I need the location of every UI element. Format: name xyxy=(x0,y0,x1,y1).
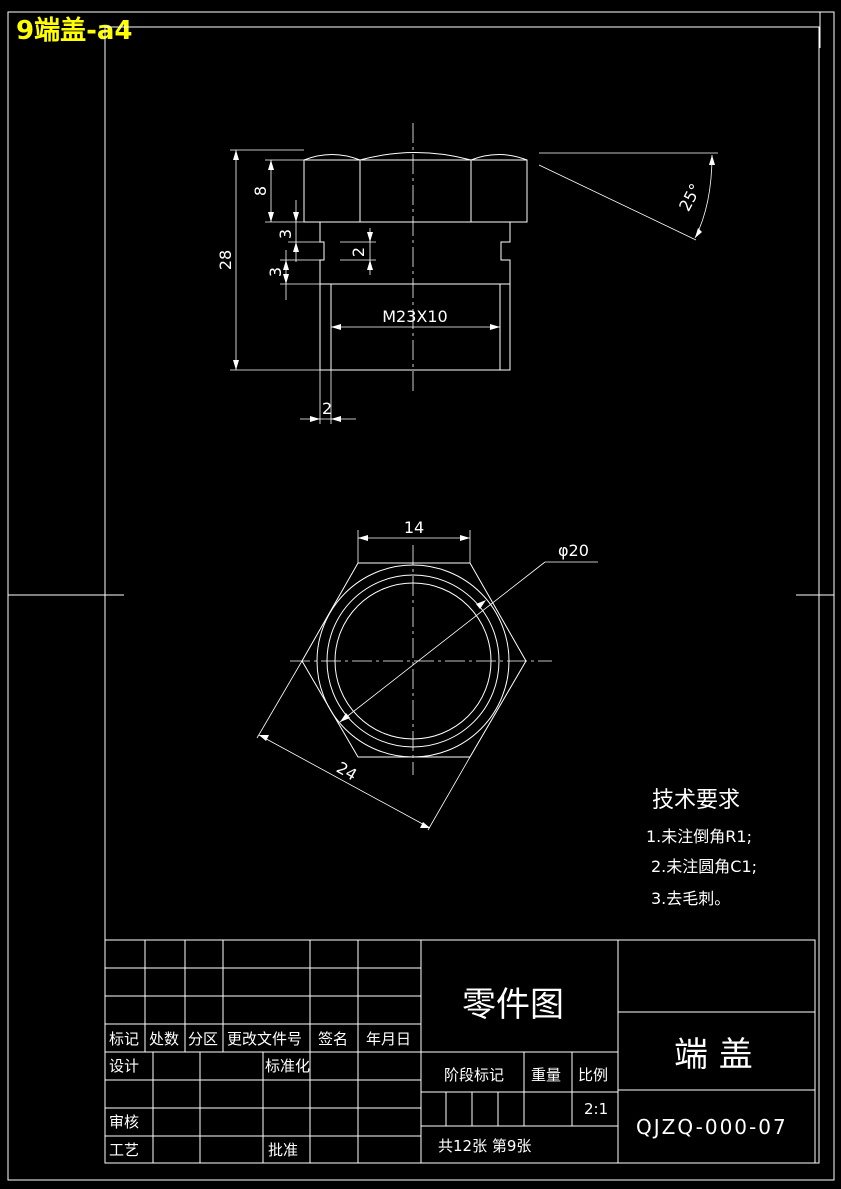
thread-body xyxy=(319,283,511,371)
tb-scale: 2:1 xyxy=(584,1100,608,1118)
tb-weight: 重量 xyxy=(531,1066,561,1084)
tb-process: 工艺 xyxy=(109,1141,139,1159)
side-view: 28 8 3 3 2 M23X10 xyxy=(216,123,718,424)
thread-dim: M23X10 xyxy=(382,307,447,326)
tb-scale-label: 比例 xyxy=(578,1066,608,1084)
tb-part-name: 端 盖 xyxy=(674,1035,753,1075)
dim-28: 28 xyxy=(216,250,235,270)
dim-2-horizontal: 2 xyxy=(322,399,332,418)
tb-design: 设计 xyxy=(109,1057,139,1075)
tb-standardize: 标准化 xyxy=(265,1057,310,1075)
dim-8: 8 xyxy=(251,186,270,196)
tb-code: QJZQ-000-07 xyxy=(636,1115,788,1139)
tb-stage: 阶段标记 xyxy=(444,1066,504,1084)
tb-review: 审核 xyxy=(109,1113,139,1131)
outer-thread-circle xyxy=(326,574,500,748)
dim-angle: 25° xyxy=(675,180,705,214)
tb-header-count: 处数 xyxy=(149,1030,179,1048)
tb-header-change: 更改文件号 xyxy=(227,1030,302,1048)
dim-14: 14 xyxy=(404,518,424,537)
title-block: 标记 处数 分区 更改文件号 签名 年月日 设计 标准化 审核 工艺 批准 零件… xyxy=(104,939,816,1164)
dim-phi20: φ20 xyxy=(558,541,589,560)
tech-item-1: 1.未注倒角R1; xyxy=(646,827,752,846)
hex-head xyxy=(303,159,528,223)
tb-header-mark: 标记 xyxy=(109,1030,139,1048)
tb-header-sign: 签名 xyxy=(318,1030,348,1048)
tb-approve: 批准 xyxy=(268,1141,298,1159)
tech-requirements: 技术要求 1.未注倒角R1; 2.未注圆角C1; 3.去毛刺。 xyxy=(646,788,757,908)
tb-header-zone: 分区 xyxy=(188,1030,218,1048)
tb-drawing-type: 零件图 xyxy=(462,985,564,1025)
dim-3-lower: 3 xyxy=(266,267,285,277)
hex-outline xyxy=(301,562,527,758)
chamfer-circle xyxy=(316,564,510,758)
dim-24: 24 xyxy=(333,758,360,785)
outer-frame xyxy=(7,11,835,1181)
tb-sheets: 共12张 第9张 xyxy=(438,1137,531,1155)
dim-2-vertical: 2 xyxy=(349,247,368,257)
tech-item-3: 3.去毛刺。 xyxy=(651,889,730,908)
tb-header-date: 年月日 xyxy=(366,1030,411,1048)
inner-thread-circle xyxy=(334,582,492,740)
tech-item-2: 2.未注圆角C1; xyxy=(651,857,757,876)
drawing-title: 9端盖-a4 xyxy=(16,16,133,46)
top-view: 14 24 φ20 xyxy=(256,518,598,831)
dim-3-upper: 3 xyxy=(276,229,295,239)
tech-title: 技术要求 xyxy=(652,788,740,813)
